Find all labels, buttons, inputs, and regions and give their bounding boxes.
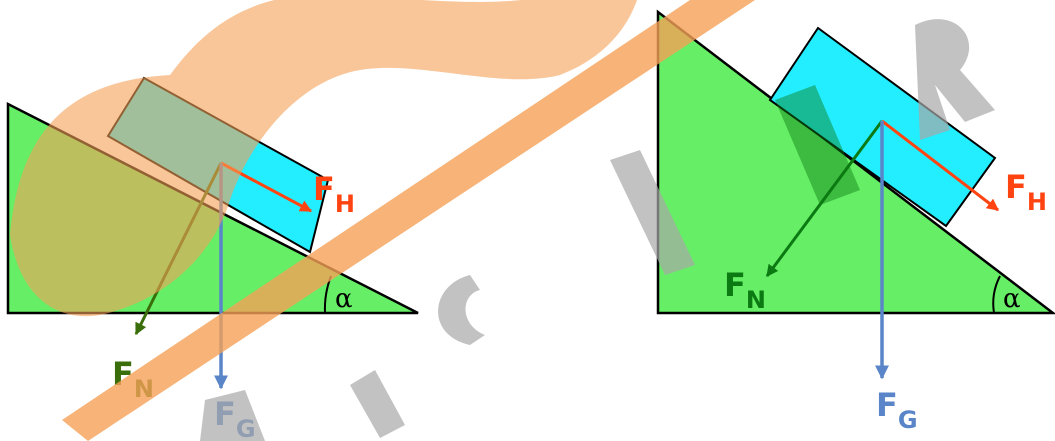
left-downhill-force-label: FH: [313, 170, 355, 218]
watermark-letter-r: [915, 19, 995, 140]
right-downhill-force-label: FH: [1005, 168, 1047, 216]
right-weight-force-label: FG: [876, 386, 918, 434]
right-downhill-force-arrow: [881, 119, 999, 212]
left-angle-label: α: [335, 284, 353, 314]
watermark-letter-e: [775, 85, 860, 205]
right-normal-force-label: FN: [724, 266, 766, 314]
watermark-letter-c: [438, 275, 485, 345]
watermark-orange-swirl: [10, 0, 638, 317]
watermark-orange-stroke: [62, 0, 755, 441]
watermark-letter-i: [350, 370, 405, 438]
right-incline: [656, 9, 1055, 315]
right-angle-label: α: [1003, 284, 1021, 314]
watermark-letter-h: [610, 150, 695, 275]
right-normal-force-arrow: [765, 120, 884, 277]
watermark-letter-s: [200, 390, 265, 441]
right-diagram: α FH FN FG: [656, 9, 1055, 434]
watermark: [10, 0, 995, 441]
right-angle-arc: [992, 275, 1001, 314]
